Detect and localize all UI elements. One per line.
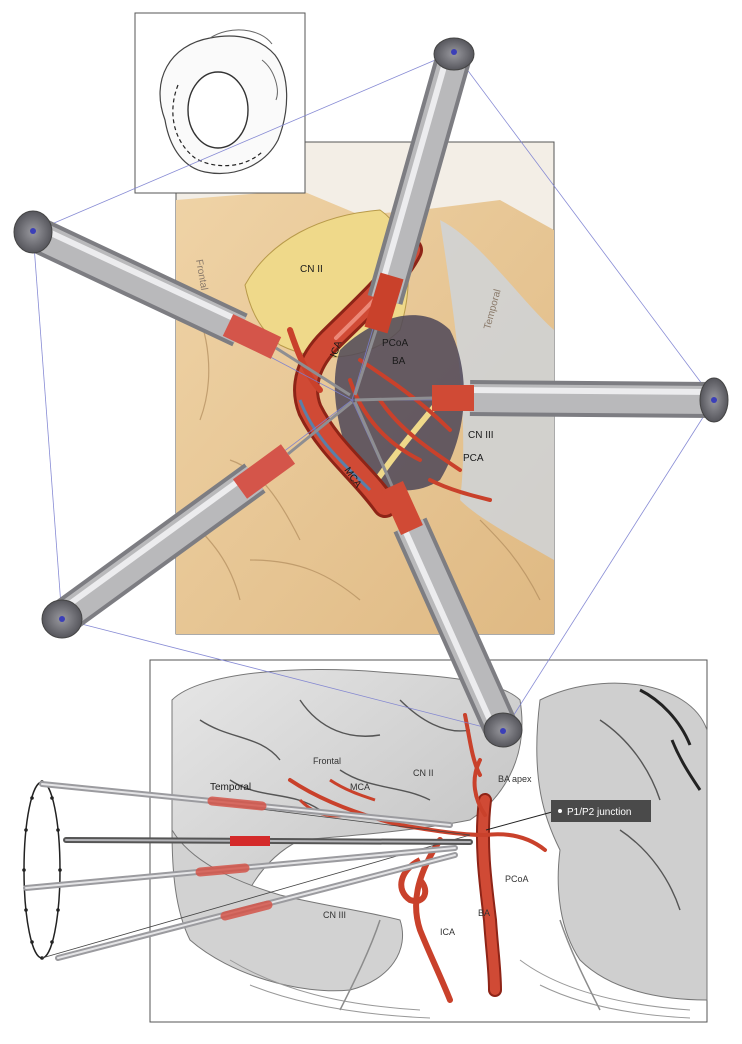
- cone-base-ellipse: [23, 781, 61, 959]
- lower-label-ica: ICA: [440, 927, 455, 937]
- marker-dot-top: [451, 49, 457, 55]
- temporal-lobe: [171, 828, 404, 992]
- incision-line: [172, 84, 263, 167]
- label-cn2: CN II: [300, 264, 323, 275]
- lower-label-pcoa: PCoA: [505, 874, 529, 884]
- basilar-artery: [477, 795, 500, 995]
- cranial-nerve-lines: [339, 919, 601, 1011]
- lower-label-ba-apex: BA apex: [498, 774, 532, 784]
- lower-label-temporal: Temporal: [210, 782, 251, 793]
- contralateral-hemisphere: [536, 682, 708, 1001]
- label-frontal: Frontal: [193, 259, 209, 292]
- lower-instrument-1: [39, 781, 453, 828]
- callout-box: [551, 800, 651, 822]
- artery-branches: [348, 358, 492, 502]
- marker-dot-right: [711, 397, 717, 403]
- lower-label-cn2: CN II: [413, 768, 434, 778]
- lower-label-frontal: Frontal: [313, 756, 341, 766]
- lower-artery-branches: [288, 713, 547, 852]
- ica-loop: [398, 857, 429, 904]
- label-ba: BA: [392, 356, 406, 367]
- instrument-left-upper: [13, 210, 351, 397]
- marker-dot-left-lower: [59, 616, 65, 622]
- head-inset: [134, 12, 306, 194]
- callout-bullet: [558, 809, 562, 813]
- sulci-lines: [189, 299, 541, 601]
- marker-dot-left-upper: [30, 228, 36, 234]
- instrument-right: [354, 377, 729, 423]
- gyri-lines: [199, 699, 681, 911]
- callout-label: P1/P2 junction: [567, 807, 632, 818]
- label-pca: PCA: [463, 453, 484, 464]
- label-pcoa: PCoA: [382, 338, 408, 349]
- lower-instrument-4: [55, 852, 458, 961]
- label-cn3: CN III: [468, 430, 494, 441]
- craniotomy-circle: [187, 71, 249, 149]
- vein: [298, 399, 372, 492]
- lower-label-mca: MCA: [350, 782, 370, 792]
- marker-dot-bottom: [500, 728, 506, 734]
- lower-trajectory-cone: [22, 780, 473, 961]
- cerebellum-folia: [229, 959, 691, 1019]
- p1p2-callout: P1/P2 junction: [485, 800, 651, 831]
- instrument-left-lower: [41, 400, 353, 639]
- lower-label-ba: BA: [478, 908, 490, 918]
- lower-instrument-3: [23, 845, 458, 891]
- instrument-bottom: [353, 401, 523, 748]
- right-sulcus: [639, 688, 702, 791]
- lower-instrument-2: [63, 836, 473, 846]
- face-outline: [209, 29, 278, 101]
- callout-leader: [485, 811, 553, 831]
- label-ica: ICA: [328, 339, 344, 359]
- instrument-top: [353, 37, 475, 396]
- lower-label-cn3: CN III: [323, 910, 346, 920]
